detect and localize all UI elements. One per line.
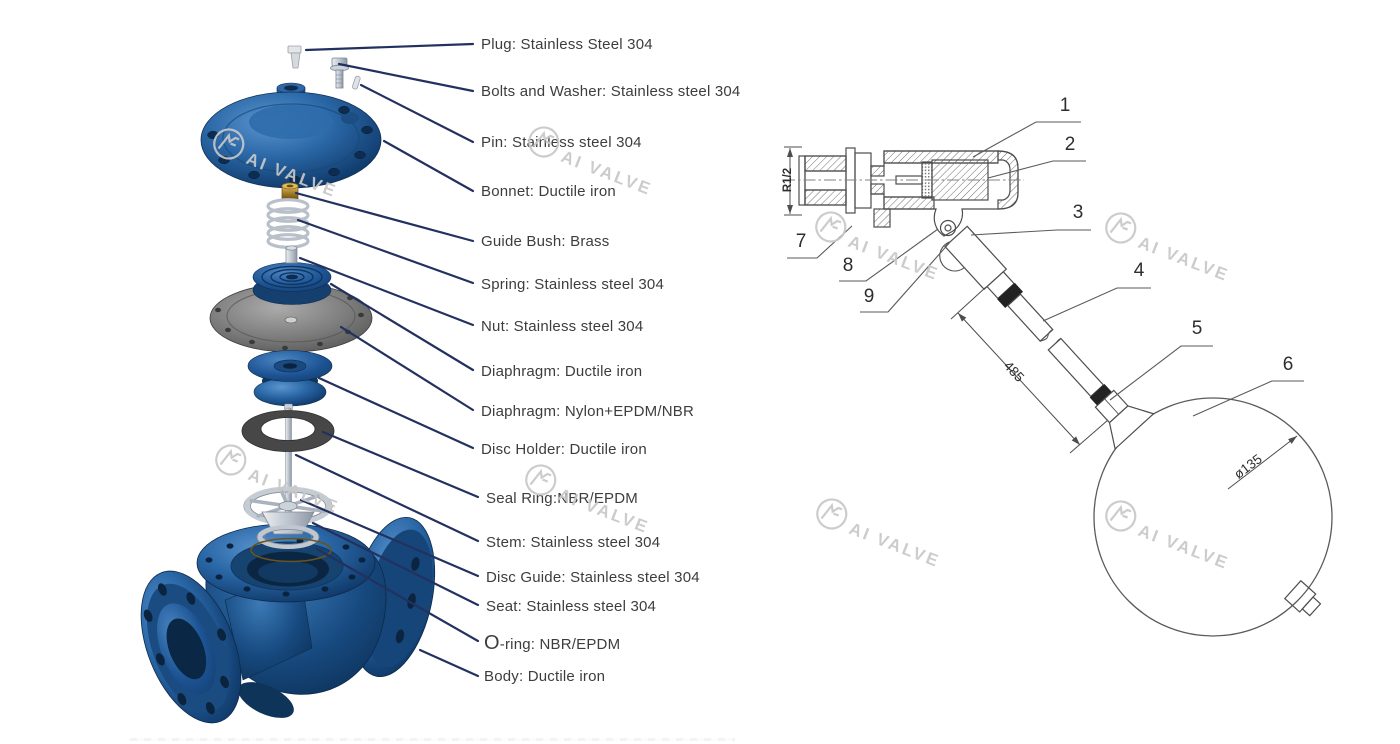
part-label-body: Body: Ductile iron xyxy=(484,668,606,685)
part-label-disc-guide: Disc Guide: Stainless steel 304 xyxy=(486,569,700,586)
part-label-bolts-washer: Bolts and Washer: Stainless steel 304 xyxy=(481,83,741,100)
callout-1: 1 xyxy=(1059,95,1071,116)
float-arm xyxy=(944,225,1155,451)
dimension-thread-size: R1/2 xyxy=(782,167,794,193)
guide-bush-part xyxy=(281,182,299,200)
dimension-485 xyxy=(950,286,1109,454)
callout-9: 9 xyxy=(863,286,875,307)
callout-7: 7 xyxy=(795,231,807,252)
callout-6: 6 xyxy=(1282,354,1294,375)
dimension-r12 xyxy=(784,146,802,216)
part-label-pin: Pin: Stainless steel 304 xyxy=(481,134,642,151)
exploded-valve-illustration xyxy=(140,42,480,724)
disc-holder-part xyxy=(247,350,333,407)
part-label-guide-bush: Guide Bush: Brass xyxy=(481,233,610,250)
seal-ring-part xyxy=(241,410,335,452)
leader-lines xyxy=(294,42,480,678)
callout-5: 5 xyxy=(1191,318,1203,339)
part-label-diaphragm: Diaphragm: Nylon+EPDM/NBR xyxy=(481,403,694,420)
pin-part xyxy=(352,75,361,90)
callout-leader-lines xyxy=(787,121,1304,417)
bolt-washer-part xyxy=(330,57,349,89)
part-label-stem: Stem: Stainless steel 304 xyxy=(486,534,661,551)
stem-part xyxy=(284,403,293,523)
dimension-d135 xyxy=(1227,435,1298,490)
callout-8: 8 xyxy=(842,255,854,276)
part-label-seat: Seat: Stainless steel 304 xyxy=(486,598,657,615)
body-part xyxy=(140,516,436,724)
locknut-washer xyxy=(845,147,856,214)
valve-body-section xyxy=(783,150,1024,272)
plug-part xyxy=(287,45,302,69)
scan-artifact-strip xyxy=(130,738,735,741)
diaphragm-plate-part xyxy=(252,262,332,305)
callout-4: 4 xyxy=(1133,260,1145,281)
spring-part xyxy=(266,198,310,249)
seat-part xyxy=(256,525,320,549)
nut-part xyxy=(285,245,298,264)
part-label-diaphragm-plate: Diaphragm: Ductile iron xyxy=(481,363,643,380)
part-label-nut: Nut: Stainless steel 304 xyxy=(481,318,644,335)
part-label-bonnet: Bonnet: Ductile iron xyxy=(481,183,616,200)
part-label-o-ring: O-ring: NBR/EPDM xyxy=(484,632,621,654)
part-label-seal-ring: Seal Ring:NBR/EPDM xyxy=(486,490,638,507)
float-ball xyxy=(1093,397,1333,637)
threaded-inlet xyxy=(798,155,847,206)
locknut xyxy=(854,152,872,209)
part-label-plug: Plug: Stainless Steel 304 xyxy=(481,36,653,53)
part-label-spring: Spring: Stainless steel 304 xyxy=(481,276,665,293)
callout-3: 3 xyxy=(1072,202,1084,223)
float-valve-drawing xyxy=(783,121,1333,637)
diaphragm-rubber-part xyxy=(209,283,373,353)
bonnet-part xyxy=(200,82,382,189)
part-label-disc-holder: Disc Holder: Ductile iron xyxy=(481,441,647,458)
callout-2: 2 xyxy=(1064,134,1076,155)
ball-fitting xyxy=(1283,579,1322,617)
o-ring-part xyxy=(250,537,332,563)
